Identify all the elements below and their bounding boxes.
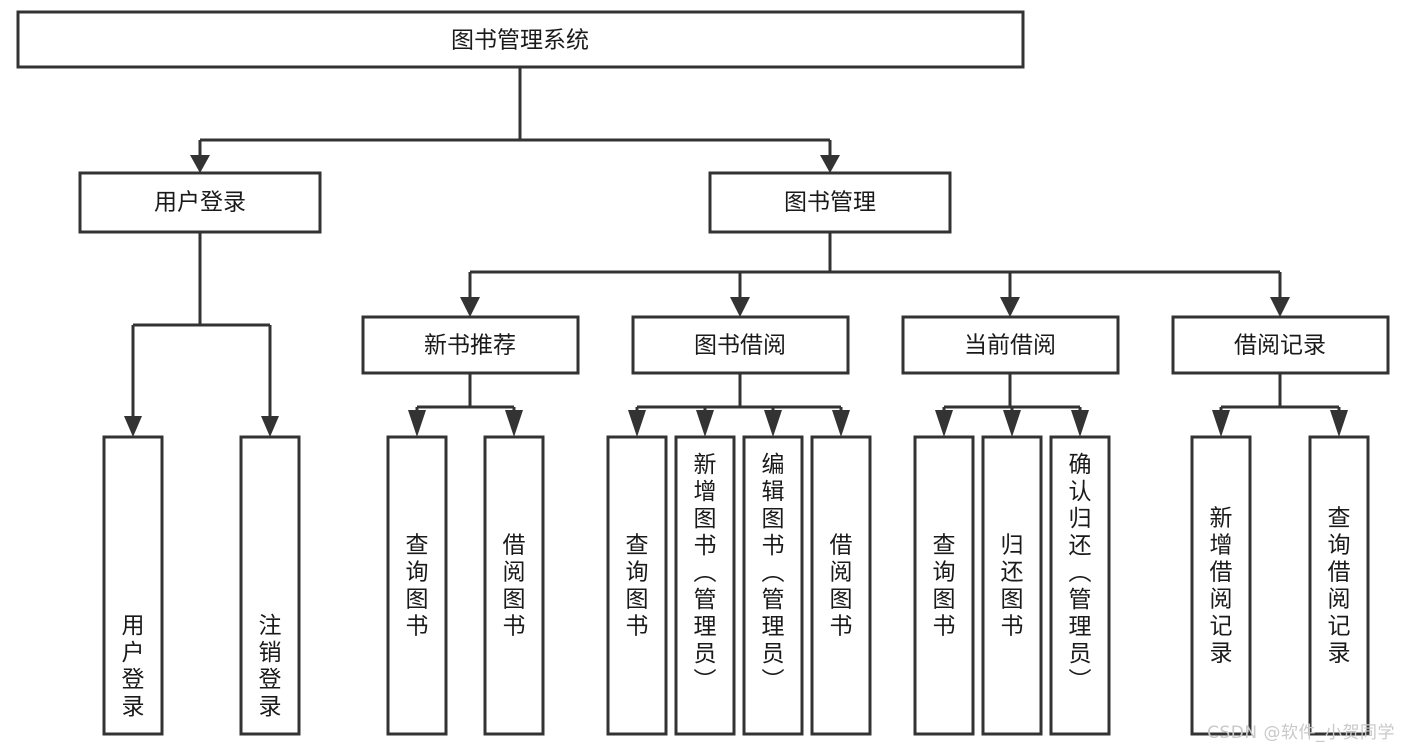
node-leaf-query-record-box[interactable] bbox=[1308, 435, 1370, 736]
arrow-head-current-borrow bbox=[1000, 297, 1020, 317]
arrow-head-leaf-query-book-1 bbox=[408, 410, 426, 437]
arrow-head-leaf-query-book-3 bbox=[935, 410, 953, 437]
node-leaf-query-book-1-box[interactable] bbox=[386, 435, 448, 736]
node-root-box[interactable] bbox=[16, 10, 1025, 69]
arrow-head-leaf-query-book-2 bbox=[628, 410, 646, 437]
node-leaf-borrow-book-2-label: 借阅图书 bbox=[830, 533, 853, 640]
arrow-head-leaf-user-logout bbox=[261, 416, 279, 437]
node-current-borrow-box[interactable] bbox=[901, 315, 1120, 375]
node-root-system[interactable]: 图书管理系统 bbox=[16, 10, 1025, 69]
node-leaf-query-book-2[interactable]: 查询图书 bbox=[606, 435, 668, 736]
node-leaf-edit-book-box[interactable] bbox=[742, 435, 804, 736]
node-leaf-add-book-box[interactable] bbox=[674, 435, 736, 736]
arrow-head-book-management bbox=[820, 155, 840, 173]
node-leaf-confirm-return-box[interactable] bbox=[1049, 435, 1111, 736]
node-leaf-borrow-book-1-box[interactable] bbox=[483, 435, 545, 736]
arrow-head-leaf-confirm-return bbox=[1071, 410, 1089, 437]
node-leaf-borrow-book-1[interactable]: 借阅图书 bbox=[483, 435, 545, 736]
leaves-layer: 用户登录 注销登录 查询图书 借阅图书 查询图书 新增图书︵管理员︶ 编辑图书︵管理员︶ 借阅… bbox=[102, 435, 1370, 736]
node-leaf-query-book-1[interactable]: 查询图书 bbox=[386, 435, 448, 736]
edges-layer bbox=[124, 67, 1348, 437]
node-book-borrow[interactable]: 图书借阅 bbox=[631, 315, 850, 375]
node-leaf-edit-book-label: 编辑图书︵管理员︶ bbox=[762, 452, 785, 694]
node-leaf-query-book-3-box[interactable] bbox=[913, 435, 975, 736]
node-leaf-return-book-box[interactable] bbox=[981, 435, 1043, 736]
arrow-head-book-borrow bbox=[730, 297, 750, 317]
node-user-login-label: 用户登录 bbox=[154, 190, 246, 216]
node-leaf-confirm-return-label: 确认归还︵管理员︶ bbox=[1069, 452, 1092, 694]
node-leaf-borrow-book-2[interactable]: 借阅图书 bbox=[810, 435, 872, 736]
arrow-head-leaf-user-login bbox=[124, 416, 142, 437]
node-current-borrow-label: 当前借阅 bbox=[964, 333, 1056, 359]
node-borrow-record-label: 借阅记录 bbox=[1234, 333, 1326, 359]
node-leaf-edit-book[interactable]: 编辑图书︵管理员︶ bbox=[742, 435, 804, 736]
node-book-management[interactable]: 图书管理 bbox=[708, 171, 952, 234]
node-leaf-query-book-2-box[interactable] bbox=[606, 435, 668, 736]
node-leaf-query-record-label: 查询借阅记录 bbox=[1328, 506, 1351, 667]
node-leaf-query-book-3-label: 查询图书 bbox=[933, 533, 956, 640]
node-leaf-borrow-book-1-label: 借阅图书 bbox=[503, 533, 526, 640]
arrow-head-new-book-recommend bbox=[460, 297, 480, 317]
arrow-head-leaf-add-record bbox=[1212, 410, 1230, 437]
node-new-book-recommend-label: 新书推荐 bbox=[424, 333, 516, 359]
node-leaf-user-login-label: 用户登录 bbox=[122, 613, 145, 720]
node-leaf-user-login[interactable]: 用户登录 bbox=[102, 435, 164, 736]
node-borrow-record-box[interactable] bbox=[1171, 315, 1390, 375]
arrow-head-user-login bbox=[190, 155, 210, 173]
node-leaf-add-record[interactable]: 新增借阅记录 bbox=[1190, 435, 1252, 736]
arrow-head-borrow-record bbox=[1270, 297, 1290, 317]
node-current-borrow[interactable]: 当前借阅 bbox=[901, 315, 1120, 375]
node-leaf-query-book-3[interactable]: 查询图书 bbox=[913, 435, 975, 736]
node-leaf-confirm-return[interactable]: 确认归还︵管理员︶ bbox=[1049, 435, 1111, 736]
node-book-borrow-box[interactable] bbox=[631, 315, 850, 375]
node-user-login-box[interactable] bbox=[78, 171, 322, 234]
node-leaf-add-book[interactable]: 新增图书︵管理员︶ bbox=[674, 435, 736, 736]
node-root-label: 图书管理系统 bbox=[451, 28, 589, 54]
node-leaf-add-record-label: 新增借阅记录 bbox=[1210, 506, 1233, 667]
node-leaf-query-book-1-label: 查询图书 bbox=[406, 533, 429, 640]
node-leaf-add-book-label: 新增图书︵管理员︶ bbox=[694, 452, 717, 694]
node-leaf-add-record-box[interactable] bbox=[1190, 435, 1252, 736]
arrow-head-leaf-edit-book bbox=[764, 410, 782, 437]
node-leaf-return-book[interactable]: 归还图书 bbox=[981, 435, 1043, 736]
node-leaf-user-logout-box[interactable] bbox=[239, 435, 301, 736]
arrow-head-leaf-return-book bbox=[1003, 410, 1021, 437]
node-book-management-label: 图书管理 bbox=[784, 190, 876, 216]
node-user-login[interactable]: 用户登录 bbox=[78, 171, 322, 234]
node-new-book-recommend-box[interactable] bbox=[361, 315, 580, 375]
arrow-head-leaf-query-record bbox=[1330, 410, 1348, 437]
arrow-head-leaf-add-book bbox=[696, 410, 714, 437]
node-borrow-record[interactable]: 借阅记录 bbox=[1171, 315, 1390, 375]
node-book-management-box[interactable] bbox=[708, 171, 952, 234]
node-leaf-borrow-book-2-box[interactable] bbox=[810, 435, 872, 736]
node-leaf-return-book-label: 归还图书 bbox=[1001, 533, 1024, 640]
arrow-head-leaf-borrow-book-1 bbox=[505, 410, 523, 437]
node-new-book-recommend[interactable]: 新书推荐 bbox=[361, 315, 580, 375]
node-leaf-user-logout-label: 注销登录 bbox=[259, 613, 282, 720]
node-leaf-user-logout[interactable]: 注销登录 bbox=[239, 435, 301, 736]
arrow-head-leaf-borrow-book-2 bbox=[832, 410, 850, 437]
node-leaf-query-record[interactable]: 查询借阅记录 bbox=[1308, 435, 1370, 736]
node-book-borrow-label: 图书借阅 bbox=[694, 333, 786, 359]
node-leaf-query-book-2-label: 查询图书 bbox=[626, 533, 649, 640]
node-leaf-user-login-box[interactable] bbox=[102, 435, 164, 736]
